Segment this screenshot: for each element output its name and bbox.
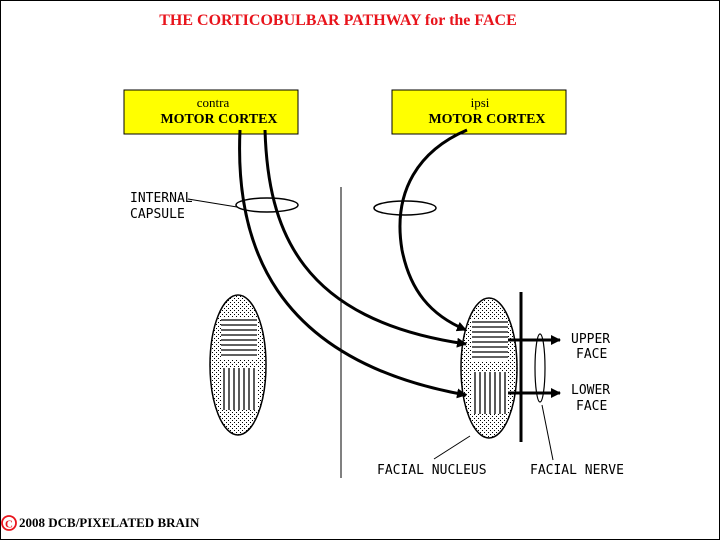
ipsi-label: ipsi [471, 95, 490, 110]
upper-face-label-line2: FACE [576, 347, 607, 362]
ipsi-motor-cortex-box: ipsi MOTOR CORTEX [391, 89, 567, 135]
internal-capsule-label-line1: INTERNAL [130, 191, 193, 206]
facial-nerve-pointer [541, 404, 554, 461]
contra-motor-cortex-box: contra MOTOR CORTEX [123, 89, 299, 135]
internal-capsule-right [373, 200, 437, 216]
right-facial-nucleus [460, 297, 518, 439]
left-lower-face-cells [221, 368, 257, 410]
internal-capsule-pointer [187, 198, 238, 208]
ipsi-motor-cortex-label: MOTOR CORTEX [428, 112, 545, 127]
left-facial-nucleus [209, 294, 267, 436]
lower-face-label-line2: FACE [576, 399, 607, 414]
right-lower-face-cells [472, 372, 508, 414]
footer-text: 2008 DCB/PIXELATED BRAIN [19, 515, 200, 530]
internal-capsule-left [235, 197, 299, 213]
copyright-symbol: C [5, 519, 13, 531]
upper-face-label-line1: UPPER [571, 332, 610, 347]
contra-label: contra [197, 95, 230, 110]
copyright-footer: C 2008 DCB/PIXELATED BRAIN [1, 515, 200, 531]
contra-motor-cortex-label: MOTOR CORTEX [160, 112, 277, 127]
diagram-title: THE CORTICOBULBAR PATHWAY for the FACE [159, 12, 517, 29]
lower-face-label-line1: LOWER [571, 383, 610, 398]
internal-capsule-label-line2: CAPSULE [130, 207, 185, 222]
facial-nerve-label: FACIAL NERVE [530, 463, 624, 478]
right-upper-face-cells [472, 319, 508, 361]
contra-fiber-to-upper-face [263, 129, 467, 348]
facial-nucleus-pointer [433, 435, 471, 460]
ipsi-fiber-to-upper-face [398, 128, 468, 332]
copyright-icon [1, 515, 17, 531]
contra-fiber-to-lower-face [238, 129, 467, 399]
facial-nerve-bundle [534, 333, 546, 403]
left-upper-face-cells [221, 317, 257, 359]
facial-nucleus-label: FACIAL NUCLEUS [377, 463, 487, 478]
